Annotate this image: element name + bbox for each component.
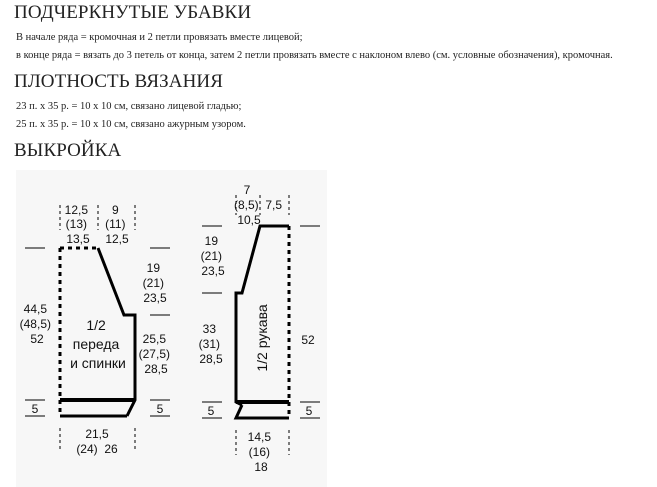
gauge-text-line-2: 25 п. х 35 р. = 10 х 10 см, связано ажур… (16, 119, 246, 130)
sleeve-top-width-1: 7 (244, 183, 251, 197)
schematic-panel (16, 170, 327, 487)
sleeve-rib-left: 5 (208, 404, 215, 418)
gauge-text-line-1: 23 п. х 35 р. = 10 х 10 см, связано лице… (16, 101, 242, 112)
decreases-text-line-2: в конце ряда = вязать до 3 петель от кон… (16, 50, 613, 61)
body-shoulder-width: 9 (11) 12,5 (105, 203, 129, 246)
sleeve-top-width-2: (8,5) 7,5 (234, 198, 282, 212)
decreases-text-line-1: В начале ряда = кромочная и 2 петли пров… (16, 32, 303, 43)
sleeve-piece: 7 (8,5) 7,5 10,5 19 (21) 23,5 33 (31) 28… (199, 183, 320, 474)
body-bottom-width-2: (24) 26 (76, 442, 118, 456)
body-rib-right: 5 (157, 402, 164, 416)
body-total-height: 44,5 (48,5) 52 (20, 302, 55, 346)
body-neck-width: 12,5 (13) 13,5 (65, 203, 92, 246)
sleeve-lower-height: 33 (31) 28,5 (199, 322, 224, 366)
body-bottom-width-1: 21,5 (85, 427, 109, 441)
sleeve-rib-right: 5 (306, 404, 313, 418)
sleeve-cap-height: 19 (21) 23,5 (201, 234, 226, 278)
gauge-heading: ПЛОТНОСТЬ ВЯЗАНИЯ (14, 71, 224, 92)
body-rib-left: 5 (32, 402, 39, 416)
body-armhole-height: 19 (21) 23,5 (143, 261, 168, 305)
sleeve-total-height: 52 (301, 333, 315, 347)
pattern-heading: ВЫКРОЙКА (14, 140, 122, 161)
decreases-heading: ПОДЧЕРКНУТЫЕ УБАВКИ (14, 2, 252, 23)
sleeve-piece-label: 1/2 рукава (254, 304, 270, 371)
body-piece: 12,5 (13) 13,5 9 (11) 12,5 19 (21) 23,5 … (20, 203, 174, 456)
body-side-height: 25,5 (27,5) 28,5 (139, 332, 174, 376)
sleeve-bottom-width: 14,5 (16) 18 (248, 430, 275, 474)
sleeve-top-width-3: 10,5 (237, 213, 261, 227)
body-piece-label: 1/2 переда и спинки (70, 317, 126, 371)
